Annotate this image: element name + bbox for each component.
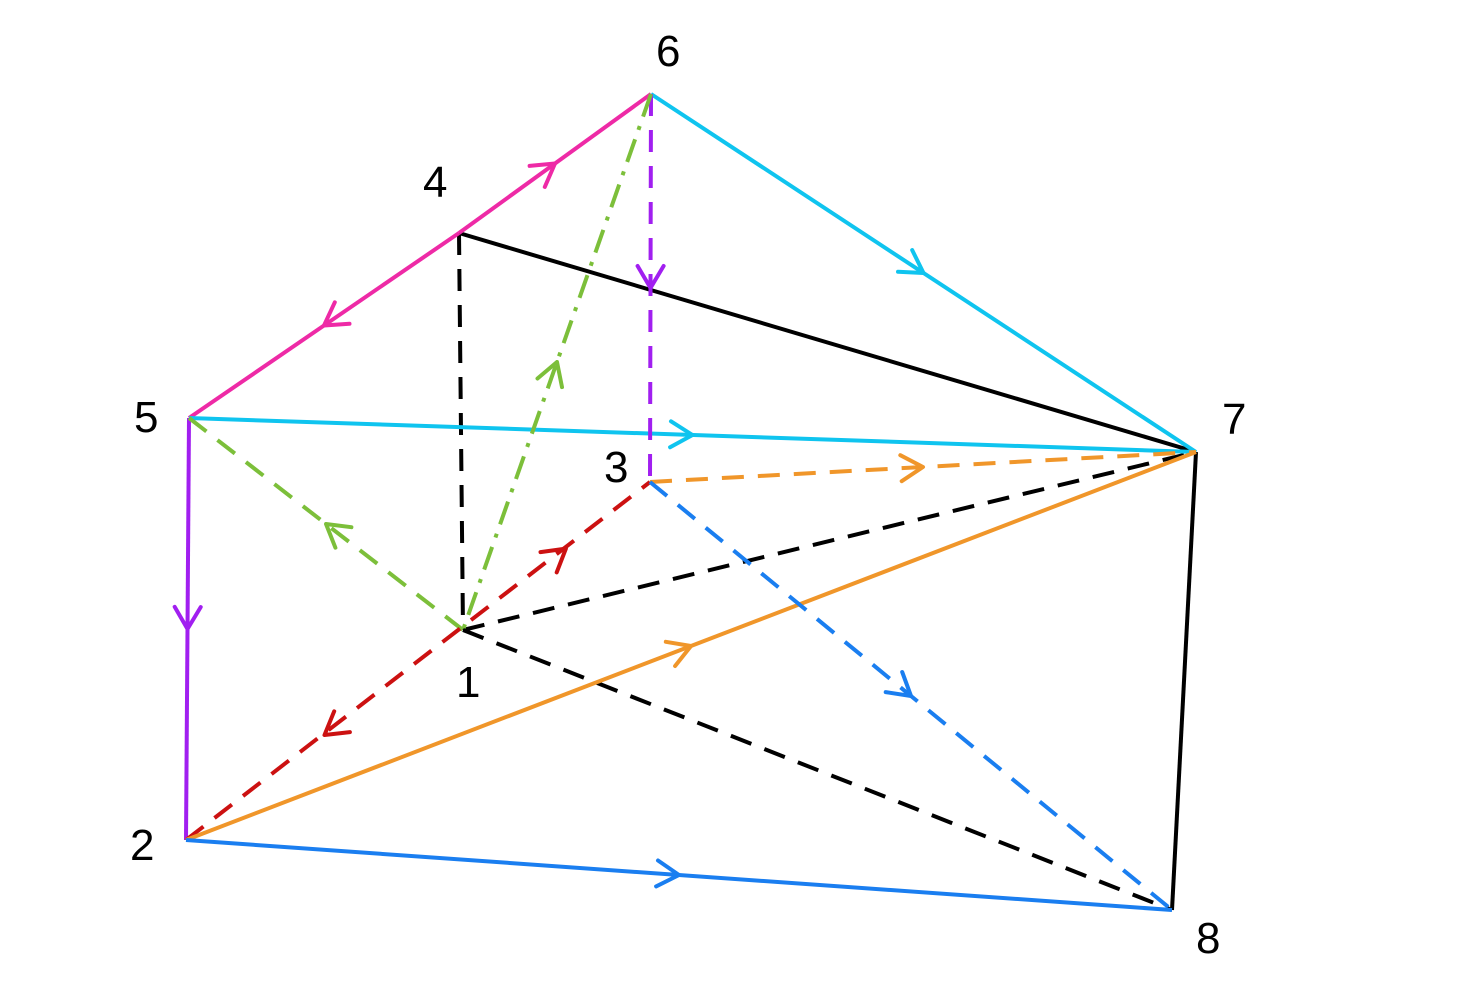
arrow-2-3-b — [538, 546, 568, 575]
edge-7-8 — [1170, 451, 1198, 911]
edge-4-1 — [457, 232, 465, 631]
vertex-labels: 1 2 3 4 5 6 7 8 — [130, 27, 1246, 963]
arrow-5-7 — [668, 419, 695, 450]
vertex-label-1: 1 — [456, 658, 480, 707]
vertex-label-5: 5 — [134, 393, 158, 442]
arrow-5-4 — [322, 300, 352, 328]
arrow-6-7 — [896, 248, 926, 275]
arrow-2-7 — [663, 639, 693, 668]
edge-2-3 — [184, 480, 652, 842]
arrows-layer — [172, 161, 926, 889]
arrow-5-1 — [324, 522, 354, 550]
arrow-6-3 — [635, 264, 666, 290]
arrow-2-8 — [654, 858, 681, 889]
vertex-label-4: 4 — [423, 158, 447, 207]
vertex-label-2: 2 — [130, 821, 154, 870]
edge-4-7 — [458, 231, 1197, 454]
arrow-3-8 — [883, 670, 913, 698]
arrow-4-6 — [527, 161, 557, 189]
vertex-label-6: 6 — [656, 27, 680, 76]
edge-5-1 — [187, 416, 465, 632]
arrow-2-3-a — [322, 709, 352, 737]
vertex-label-8: 8 — [1196, 914, 1220, 963]
arrow-5-2 — [172, 604, 203, 631]
arrow-6-1 — [535, 360, 564, 390]
arrow-3-7 — [898, 453, 925, 484]
edges-layer — [184, 92, 1198, 912]
vertex-label-7: 7 — [1222, 395, 1246, 444]
edge-1-8 — [462, 628, 1173, 912]
vertex-label-3: 3 — [604, 443, 628, 492]
edge-1-7 — [462, 450, 1197, 632]
